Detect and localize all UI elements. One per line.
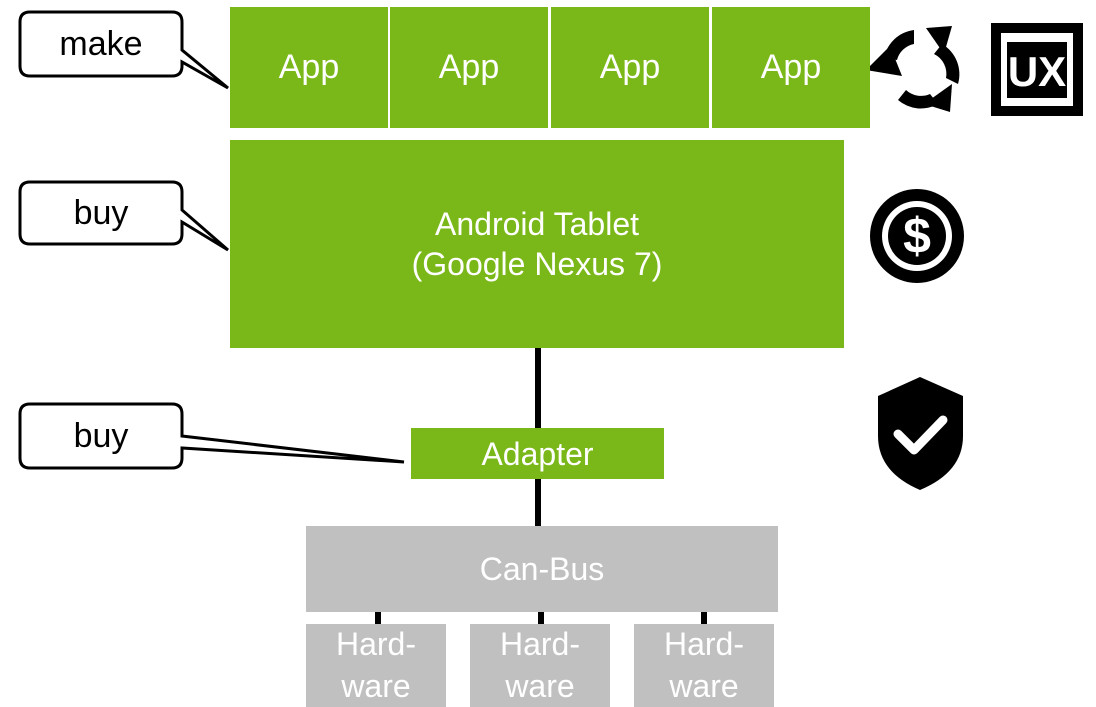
hardware-label-line1: Hard- (499, 625, 580, 662)
buy-tablet-callout-shape (18, 180, 229, 252)
app-box-2: App (390, 7, 548, 128)
tablet-label-line1: Android Tablet (435, 206, 639, 242)
shield-check-icon (878, 377, 963, 490)
dollar-icon: $ (870, 189, 964, 283)
tablet-label-line2: (Google Nexus 7) (411, 246, 663, 282)
hardware-label-line2: ware (669, 667, 739, 704)
hardware-label-line1: Hard- (663, 625, 744, 662)
app-box-4: App (712, 7, 870, 128)
app-box-3: App (551, 7, 709, 128)
canbus-box: Can-Bus (306, 526, 778, 612)
make-callout-label: make (59, 24, 143, 63)
hardware-box-2: Hard- ware (470, 624, 610, 707)
refresh-cycle-icon (866, 26, 960, 112)
buy-adapter-callout-label: buy (73, 416, 129, 455)
svg-text:$: $ (903, 208, 931, 264)
app-box-1: App (230, 7, 388, 128)
hardware-box-3: Hard- ware (634, 624, 774, 707)
buy-tablet-callout-label: buy (73, 193, 129, 232)
svg-text:UX: UX (1008, 48, 1066, 95)
android-tablet-box: Android Tablet (Google Nexus 7) (230, 140, 844, 348)
ux-icon: UX (991, 23, 1083, 116)
hardware-label-line2: ware (341, 667, 411, 704)
hardware-box-1: Hard- ware (306, 624, 446, 707)
adapter-box: Adapter (411, 428, 664, 479)
hardware-label-line2: ware (505, 667, 575, 704)
buy-adapter-callout-shape (18, 402, 405, 470)
make-callout-shape (18, 10, 229, 90)
hardware-label-line1: Hard- (335, 625, 416, 662)
